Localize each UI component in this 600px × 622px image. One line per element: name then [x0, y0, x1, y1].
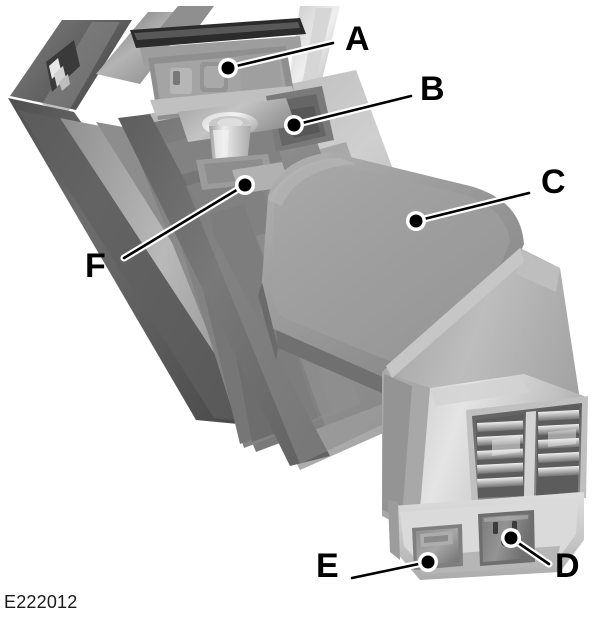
callout-label-d: D	[555, 547, 580, 585]
image-code: E222012	[4, 592, 78, 612]
callout-dot-a	[221, 61, 235, 75]
callout-dot-f	[238, 178, 252, 192]
vent-center-divider	[524, 411, 536, 497]
callout-dot-e	[421, 555, 435, 569]
callout-label-c: C	[541, 163, 566, 201]
callout-leader-lines	[120, 39, 553, 582]
callout-label-b: B	[420, 70, 445, 108]
callout-dot-c	[409, 214, 423, 228]
callout-dot-d	[504, 531, 518, 545]
leader-line-e	[350, 560, 430, 580]
rear-air-vent-right[interactable]	[536, 405, 580, 496]
callout-target-dots	[218, 58, 521, 572]
center-console-illustration	[8, 6, 588, 582]
callout-label-f: F	[85, 247, 106, 285]
leader-line-c	[414, 191, 531, 223]
rear-air-vent-left[interactable]	[476, 414, 524, 498]
outlet-slot-left	[493, 522, 498, 534]
leader-line-b	[292, 94, 413, 127]
callout-dot-b	[287, 118, 301, 132]
leader-line-f	[122, 183, 247, 260]
leader-line-a	[226, 41, 335, 70]
console-side-trim-detail	[46, 40, 80, 92]
callout-label-e: E	[316, 547, 339, 585]
callout-label-a: A	[345, 20, 370, 58]
